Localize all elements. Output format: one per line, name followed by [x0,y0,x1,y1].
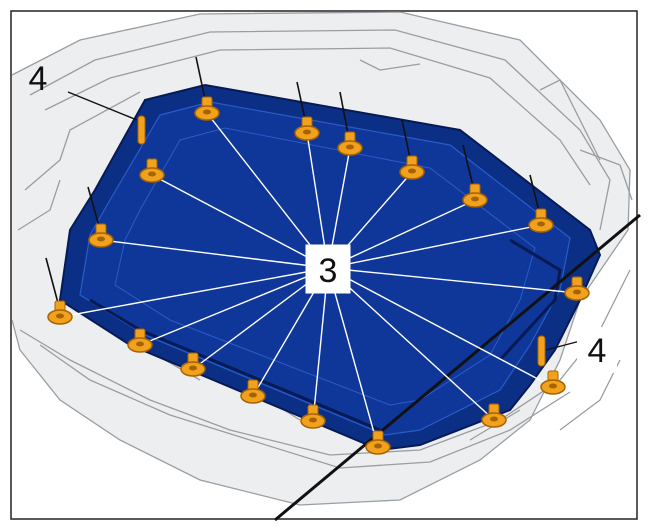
leader-line [151,174,329,269]
bolt-icon [88,223,114,248]
leader-line [100,239,329,269]
bolt-drop-line [195,56,206,100]
bolt-icon [47,300,73,325]
bolt-icon [194,96,220,121]
bolt-icon [180,352,206,377]
guide-pin-right [537,335,546,367]
bolts [47,96,590,455]
callout-bottom-right: 4 [577,327,617,373]
bolt-icon [365,430,391,455]
bolt-icon [294,116,320,141]
bolt-icon [240,379,266,404]
callout-label-bottom-right: 4 [588,332,607,370]
bolt-drop-line [339,91,349,135]
bolt-drop-line [529,174,540,212]
bolt-icon [399,155,425,180]
callout-top-left: 4 [29,60,48,98]
bolt-icon [337,131,363,156]
leader-line [327,267,495,421]
guide-pin-left [137,115,146,145]
leader-line [327,267,554,388]
section-line [274,213,641,522]
leader-line [327,199,476,269]
bolt-icon [564,276,590,301]
bolt-drop-line [87,186,100,227]
bolt-drop-line [45,257,59,304]
bolt-icon [139,158,165,183]
bolt-drop-lines [45,56,540,304]
leader-line [327,267,379,448]
callout-center: 3 [305,244,351,294]
bolt-icon [481,403,507,428]
leader-line [139,267,329,346]
bolt-drop-line [401,119,411,159]
callout-leader-top-left [67,91,138,121]
bolt-icon [127,328,153,353]
callout-label-center: 3 [319,252,338,290]
bolt-icon [528,208,554,233]
callout-label-top-left: 4 [29,60,48,98]
bolt-drop-line [296,81,306,120]
leader-line [59,267,329,318]
leader-line [206,112,329,269]
leader-line [327,267,578,294]
bolt-icon [462,183,488,208]
bolt-drop-line [462,144,474,187]
bolt-icon [300,404,326,429]
leader-line [327,224,542,269]
bolt-icon [540,370,566,395]
